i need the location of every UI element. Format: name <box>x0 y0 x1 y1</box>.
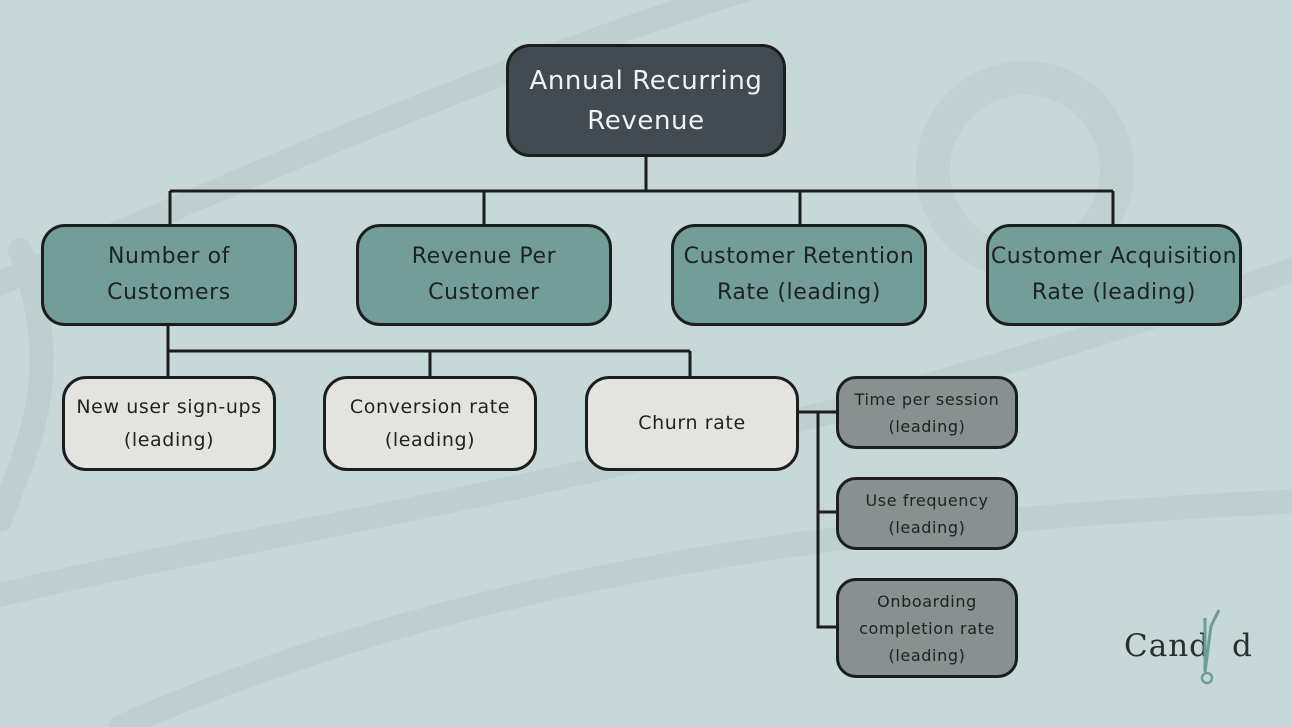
node-label: Conversion rate (leading) <box>349 395 511 451</box>
node-label: New user sign-ups (leading) <box>76 395 262 451</box>
node-onboarding-completion-rate: Onboarding completion rate (leading) <box>836 578 1018 678</box>
node-time-per-session: Time per session (leading) <box>836 376 1018 449</box>
connector-level3-trunk <box>816 412 838 629</box>
node-label: Revenue Per Customer <box>411 244 557 305</box>
node-revenue-per-customer: Revenue Per Customer <box>356 224 612 326</box>
bg-swoosh <box>108 489 1292 727</box>
node-label: Number of Customers <box>107 244 231 305</box>
node-use-frequency: Use frequency (leading) <box>836 477 1018 550</box>
node-label: Onboarding completion rate (leading) <box>859 591 995 665</box>
node-customer-retention-rate: Customer Retention Rate (leading) <box>671 224 927 326</box>
node-label: Use frequency (leading) <box>865 490 989 537</box>
exclamation-mark-icon <box>1200 609 1221 685</box>
logo-text-end: d <box>1232 628 1253 664</box>
node-number-of-customers: Number of Customers <box>41 224 297 326</box>
node-conversion-rate: Conversion rate (leading) <box>323 376 537 471</box>
node-annual-recurring-revenue: Annual Recurring Revenue <box>506 44 786 157</box>
node-label: Time per session (leading) <box>854 389 1000 436</box>
bg-swoosh <box>0 238 54 532</box>
node-new-user-signups: New user sign-ups (leading) <box>62 376 276 471</box>
node-label: Churn rate <box>638 412 746 434</box>
node-label: Customer Acquisition Rate (leading) <box>990 244 1238 305</box>
logo-text-start: Cand <box>1124 628 1211 664</box>
bg-swoosh <box>0 257 1292 608</box>
node-label: Customer Retention Rate (leading) <box>683 244 915 305</box>
node-label: Annual Recurring Revenue <box>529 65 763 136</box>
node-churn-rate: Churn rate <box>585 376 799 471</box>
node-customer-acquisition-rate: Customer Acquisition Rate (leading) <box>986 224 1242 326</box>
